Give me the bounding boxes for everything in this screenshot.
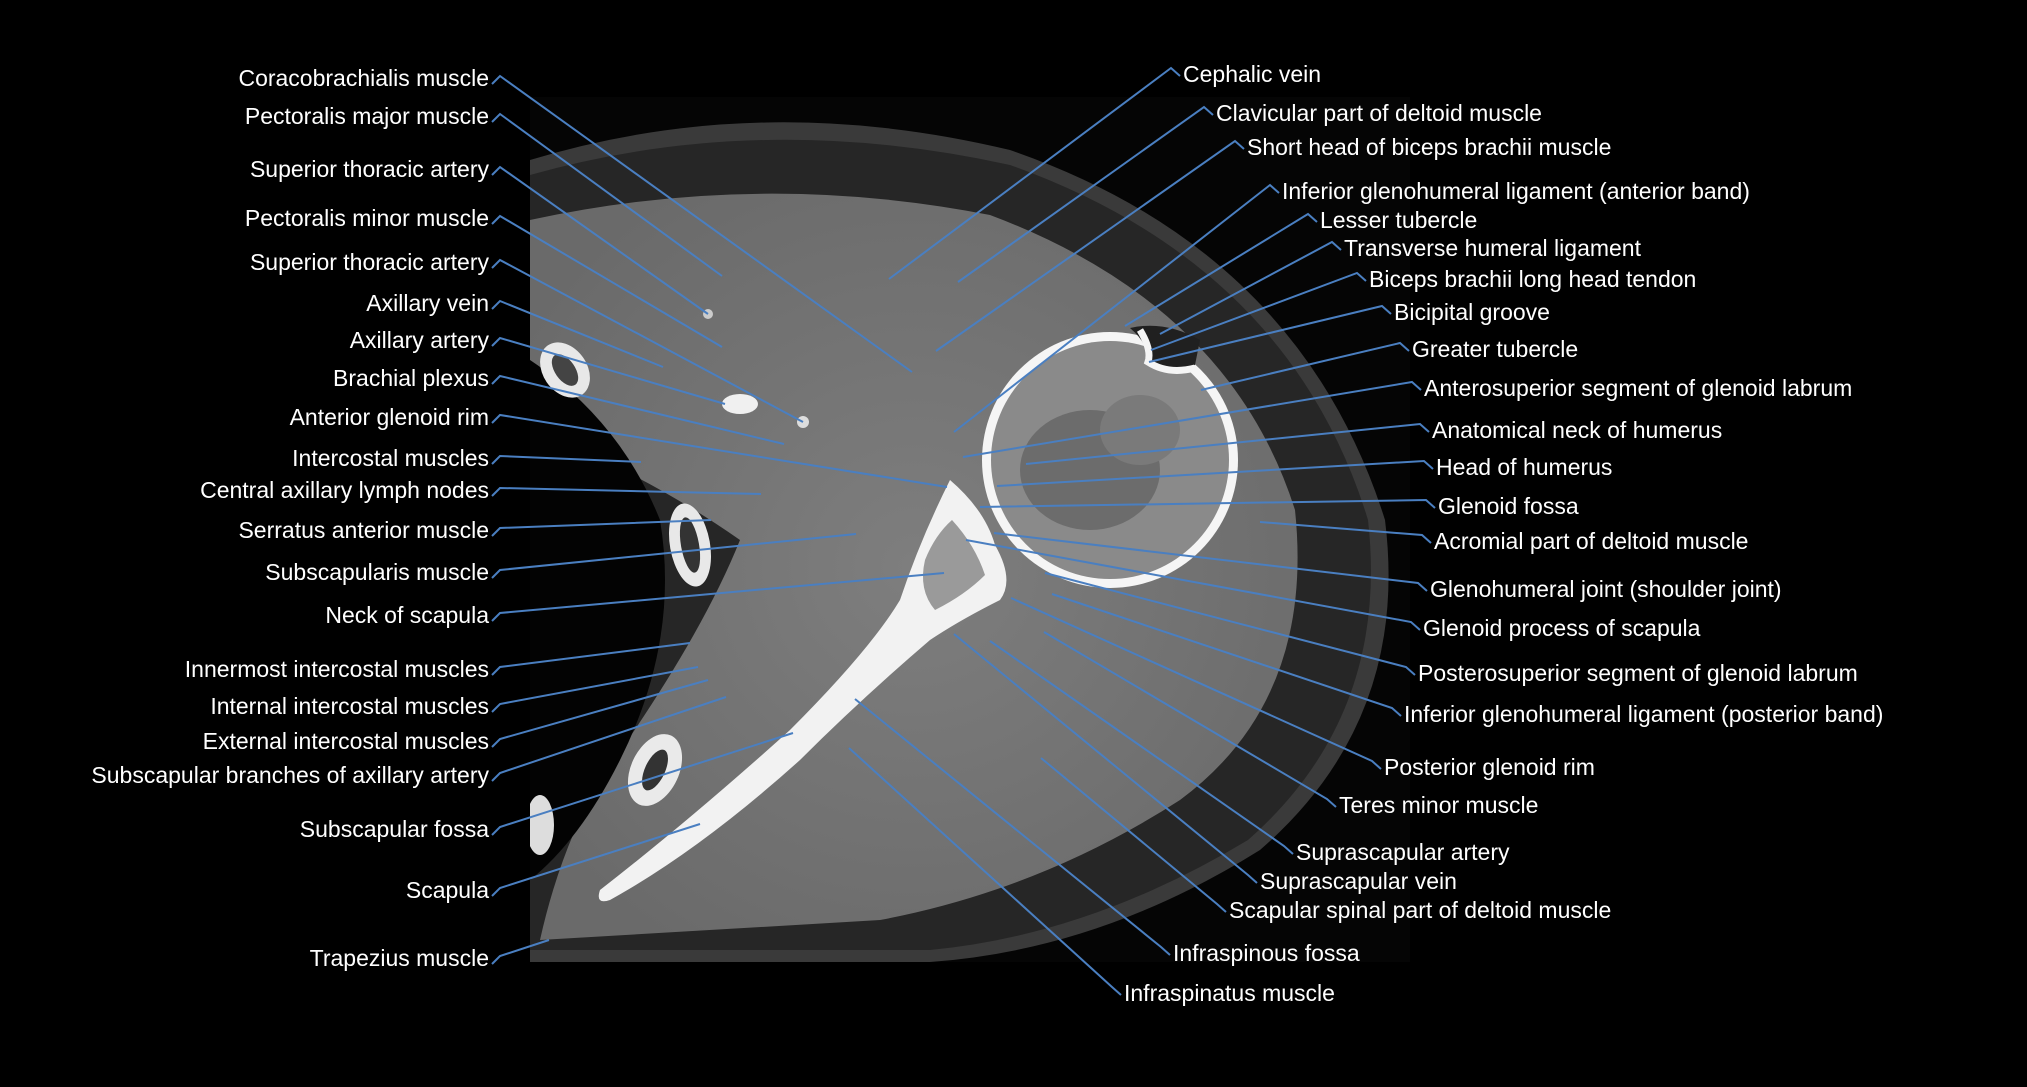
- label-superior-thoracic-artery: Superior thoracic artery: [249, 249, 489, 275]
- label-internal-intercostal-muscles: Internal intercostal muscles: [210, 693, 489, 719]
- label-subscapularis-muscle: Subscapularis muscle: [265, 559, 489, 585]
- label-glenohumeral-joint-shoulder-joint: Glenohumeral joint (shoulder joint): [1430, 576, 1782, 602]
- label-innermost-intercostal-muscles: Innermost intercostal muscles: [184, 656, 489, 682]
- label-head-of-humerus: Head of humerus: [1436, 454, 1613, 480]
- label-infraspinatus-muscle: Infraspinatus muscle: [1124, 980, 1335, 1006]
- label-inferior-glenohumeral-ligament-anterior-band: Inferior glenohumeral ligament (anterior…: [1282, 178, 1750, 204]
- label-axillary-vein: Axillary vein: [366, 290, 489, 316]
- label-pectoralis-major-muscle: Pectoralis major muscle: [244, 103, 489, 129]
- label-teres-minor-muscle: Teres minor muscle: [1339, 792, 1539, 818]
- label-coracobrachialis-muscle: Coracobrachialis muscle: [238, 65, 489, 91]
- label-suprascapular-artery: Suprascapular artery: [1296, 839, 1510, 865]
- label-greater-tubercle: Greater tubercle: [1412, 336, 1579, 362]
- label-superior-thoracic-artery: Superior thoracic artery: [249, 156, 489, 182]
- label-central-axillary-lymph-nodes: Central axillary lymph nodes: [200, 477, 489, 503]
- label-intercostal-muscles: Intercostal muscles: [292, 445, 489, 471]
- label-suprascapular-vein: Suprascapular vein: [1260, 868, 1457, 894]
- label-trapezius-muscle: Trapezius muscle: [309, 945, 489, 971]
- label-clavicular-part-of-deltoid-muscle: Clavicular part of deltoid muscle: [1216, 100, 1542, 126]
- label-cephalic-vein: Cephalic vein: [1183, 61, 1322, 87]
- label-subscapular-fossa: Subscapular fossa: [299, 816, 489, 842]
- label-neck-of-scapula: Neck of scapula: [325, 602, 489, 628]
- label-transverse-humeral-ligament: Transverse humeral ligament: [1344, 235, 1641, 261]
- label-axillary-artery: Axillary artery: [349, 327, 489, 353]
- label-glenoid-process-of-scapula: Glenoid process of scapula: [1423, 615, 1701, 641]
- label-brachial-plexus: Brachial plexus: [333, 365, 489, 391]
- label-serratus-anterior-muscle: Serratus anterior muscle: [238, 517, 489, 543]
- label-acromial-part-of-deltoid-muscle: Acromial part of deltoid muscle: [1434, 528, 1749, 554]
- label-posterior-glenoid-rim: Posterior glenoid rim: [1384, 754, 1595, 780]
- label-anterior-glenoid-rim: Anterior glenoid rim: [289, 404, 489, 430]
- label-short-head-of-biceps-brachii-muscle: Short head of biceps brachii muscle: [1247, 134, 1612, 160]
- label-anatomical-neck-of-humerus: Anatomical neck of humerus: [1432, 417, 1723, 443]
- label-inferior-glenohumeral-ligament-posterior-band: Inferior glenohumeral ligament (posterio…: [1404, 701, 1884, 727]
- label-glenoid-fossa: Glenoid fossa: [1438, 493, 1579, 519]
- label-external-intercostal-muscles: External intercostal muscles: [202, 728, 489, 754]
- label-pectoralis-minor-muscle: Pectoralis minor muscle: [244, 205, 489, 231]
- label-scapular-spinal-part-of-deltoid-muscle: Scapular spinal part of deltoid muscle: [1229, 897, 1612, 923]
- label-anterosuperior-segment-of-glenoid-labrum: Anterosuperior segment of glenoid labrum: [1424, 375, 1853, 401]
- label-scapula: Scapula: [405, 877, 489, 903]
- label-posterosuperior-segment-of-glenoid-labrum: Posterosuperior segment of glenoid labru…: [1418, 660, 1858, 686]
- label-bicipital-groove: Bicipital groove: [1394, 299, 1550, 325]
- label-infraspinous-fossa: Infraspinous fossa: [1173, 940, 1360, 966]
- label-lesser-tubercle: Lesser tubercle: [1320, 207, 1478, 233]
- label-subscapular-branches-of-axillary-artery: Subscapular branches of axillary artery: [91, 762, 489, 788]
- label-biceps-brachii-long-head-tendon: Biceps brachii long head tendon: [1369, 266, 1697, 292]
